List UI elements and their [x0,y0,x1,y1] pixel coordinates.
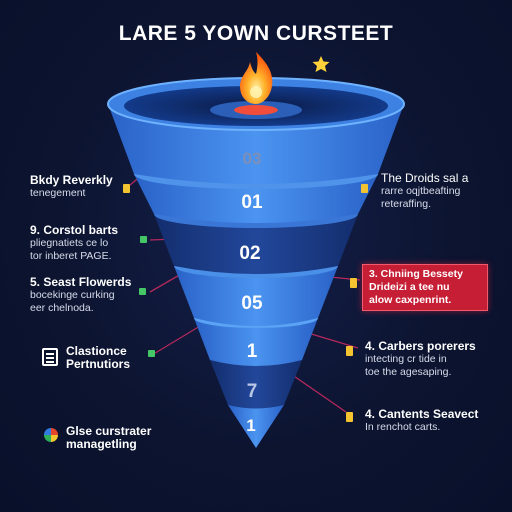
funnel-layer-4 [174,266,338,326]
left-item-body: pliegnatiets ce lo tor inberet PAGE. [30,237,112,262]
flame-icon [240,52,273,104]
left-item-heading: Bkdy Reverkly [30,173,113,187]
funnel-layers [107,77,405,448]
callout-body: Drideizi a tee nu alow caxpenrint. [369,281,452,306]
left-item-1: Bkdy Reverkly tenegement [30,174,130,200]
layer-label: 05 [241,293,263,314]
tag-icon [361,184,368,193]
right-item-heading: The Droids sal a [381,171,469,185]
layer-label: 1 [246,416,255,435]
left-item-3: 5. Seast Flowerds bocekinge curking eer … [30,276,142,315]
tag-markers [123,184,368,422]
layer-label: 03 [243,149,262,168]
right-item-4: 4. Cantents Seavect In renchot carts. [365,408,485,434]
left-item-heading: Clastionce Pertnutiors [66,344,131,371]
layer-labels: 03 01 02 05 1 7 1 [239,149,263,435]
left-item-2: 9. Corstol barts pliegnatiets ce lo tor … [30,224,142,263]
left-item-body: bocekinge curking eer chelnoda. [30,289,115,314]
infographic-title: LARE 5 YOWN CURSTEET [118,22,394,45]
funnel-top-core-ring [234,105,278,115]
right-item-heading: 4. Cantents Seavect [365,407,479,421]
layer-label: 1 [247,341,258,362]
callout-heading: 3. Chniing Bessety [369,268,463,280]
layer-label: 01 [241,192,263,213]
right-item-3: 4. Carbers porerers intecting cr tide in… [365,340,485,379]
tag-icon [350,278,357,288]
connector-line [151,322,206,356]
funnel-layer-5 [194,318,318,366]
layer-label: 7 [247,381,258,402]
connector-line [287,371,347,413]
tag-icon [346,412,353,422]
highlight-callout: 3. Chniing Bessety Drideizi a tee nu alo… [362,264,488,311]
right-item-body: rarre oqjtbeafting reteraffing. [381,185,461,210]
left-item-4: Clastionce Pertnutiors [66,345,156,371]
tag-icon [140,236,147,243]
right-item-body: In renchot carts. [365,421,441,433]
left-item-body: tenegement [30,187,86,199]
tag-icon [148,350,155,357]
funnel-layer-3 [154,214,358,274]
left-item-5: Glse curstrater managetling [66,425,176,451]
google-ball-icon [44,428,58,442]
right-item-body: intecting cr tide in toe the agesaping. [365,353,452,378]
left-item-heading: 9. Corstol barts [30,223,119,237]
tag-icon [346,346,353,356]
star-icon [312,56,330,72]
right-item-heading: 4. Carbers porerers [365,339,476,353]
funnel-layer-7 [228,405,284,448]
right-item-1: The Droids sal a rarre oqjtbeafting rete… [381,172,491,211]
tag-icon [139,288,146,295]
layer-label: 02 [239,243,260,264]
left-item-heading: 5. Seast Flowerds [30,275,132,289]
document-icon [42,348,58,366]
left-item-heading: Glse curstrater managetling [66,424,152,451]
funnel-layer-6 [210,360,302,409]
tag-icon [123,184,130,193]
